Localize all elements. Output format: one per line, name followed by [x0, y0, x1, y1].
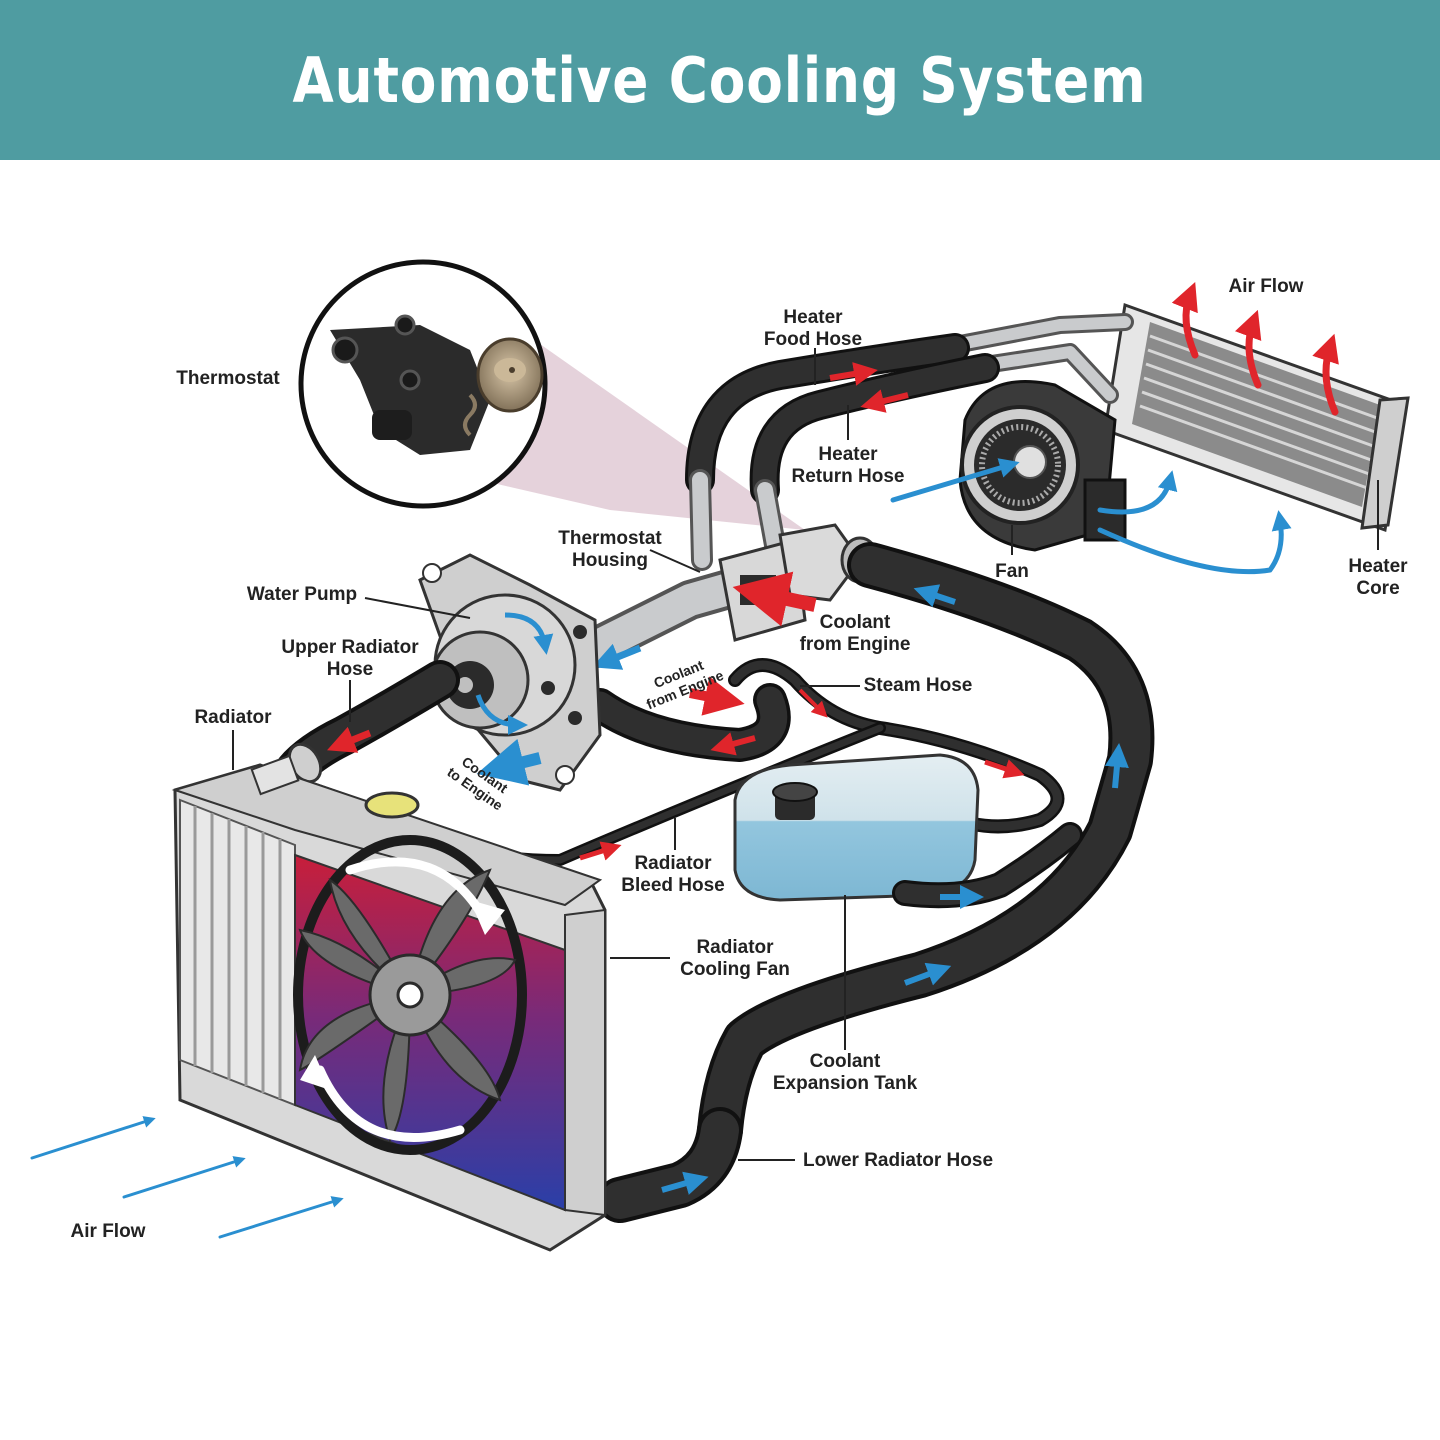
page-title: Automotive Cooling System: [292, 43, 1148, 117]
label-coolant-from-engine-line2: from Engine: [800, 634, 911, 655]
label-radiator: Radiator: [194, 707, 272, 728]
pump-inflow-arrow: [592, 643, 642, 670]
coolant-from-engine-arrow: [689, 676, 745, 716]
heater-pipes: [946, 313, 1134, 404]
title-banner: Automotive Cooling System: [0, 0, 1440, 160]
label-coolant-from-engine-line1: Coolant: [820, 612, 891, 633]
thermostat-part-icon: [330, 314, 544, 455]
label-heater-return-hose-line1: Heater: [818, 444, 878, 465]
radiator-cooling-fan: [293, 835, 527, 1155]
coolant-expansion-tank: [733, 753, 1083, 909]
coolant-to-engine-arrow: [476, 738, 542, 786]
heater-food-flow-arrow: [829, 362, 878, 386]
label-thermostat-housing-line2: Housing: [572, 550, 648, 571]
label-radiator-bleed-hose-line2: Bleed Hose: [621, 875, 724, 896]
steam-flow-arrow-2: [798, 688, 828, 718]
label-heater-return-hose-line2: Return Hose: [792, 466, 905, 487]
heater-core: [1103, 302, 1410, 533]
engine-outlet-flow-arrow: [710, 732, 756, 756]
label-air-flow-top: Air Flow: [1229, 276, 1304, 297]
pump-rotation-arrow-top: [504, 612, 554, 655]
label-radiator-cooling-fan-line2: Cooling Fan: [680, 959, 790, 980]
air-flow-radiator-arrows: [30, 1116, 344, 1239]
label-thermostat-housing-line1: Thermostat: [558, 528, 662, 549]
label-upper-radiator-hose-line2: Hose: [327, 659, 373, 680]
label-heater-food-hose-line1: Heater: [783, 307, 843, 328]
blower-fan: [958, 380, 1127, 552]
label-water-pump: Water Pump: [247, 584, 357, 605]
engine-to-thermostat-arrow: [732, 571, 817, 627]
label-air-flow-bottom: Air Flow: [71, 1221, 146, 1242]
label-steam-hose: Steam Hose: [864, 675, 973, 696]
label-heater-core-line1: Heater: [1348, 556, 1408, 577]
fan-air-arrows: [890, 458, 1292, 575]
label-fan: Fan: [995, 561, 1029, 582]
label-thermostat: Thermostat: [176, 368, 280, 389]
label-coolant-expansion-tank-line1: Coolant: [810, 1051, 881, 1072]
steam-flow-arrow: [984, 759, 1025, 779]
label-heater-core-line2: Core: [1356, 578, 1399, 599]
label-lower-radiator-hose: Lower Radiator Hose: [803, 1150, 993, 1171]
leader-lines: [232, 348, 1379, 1161]
label-coolant-expansion-tank-line2: Expansion Tank: [773, 1073, 918, 1094]
upper-hose-flow-arrow: [327, 726, 372, 753]
bleed-flow-arrow: [579, 841, 622, 861]
heater-return-flow-arrow: [860, 389, 909, 413]
label-heater-food-hose-line2: Food Hose: [764, 329, 862, 350]
air-flow-heater-arrows: [1171, 281, 1339, 416]
pump-rotation-arrow-bottom: [475, 694, 528, 735]
steam-hose: [728, 658, 1065, 834]
return-hose-flow-arrows: [661, 584, 1129, 1195]
heater-hoses: [685, 333, 1000, 571]
cooling-system-diagram: Thermostat Heater Food Hose Heater Retur…: [30, 259, 1410, 1252]
label-radiator-cooling-fan-line1: Radiator: [696, 937, 774, 958]
label-radiator-bleed-hose-line1: Radiator: [634, 853, 712, 874]
thermostat-callout: [298, 259, 805, 530]
label-upper-radiator-hose-line1: Upper Radiator: [281, 637, 419, 658]
